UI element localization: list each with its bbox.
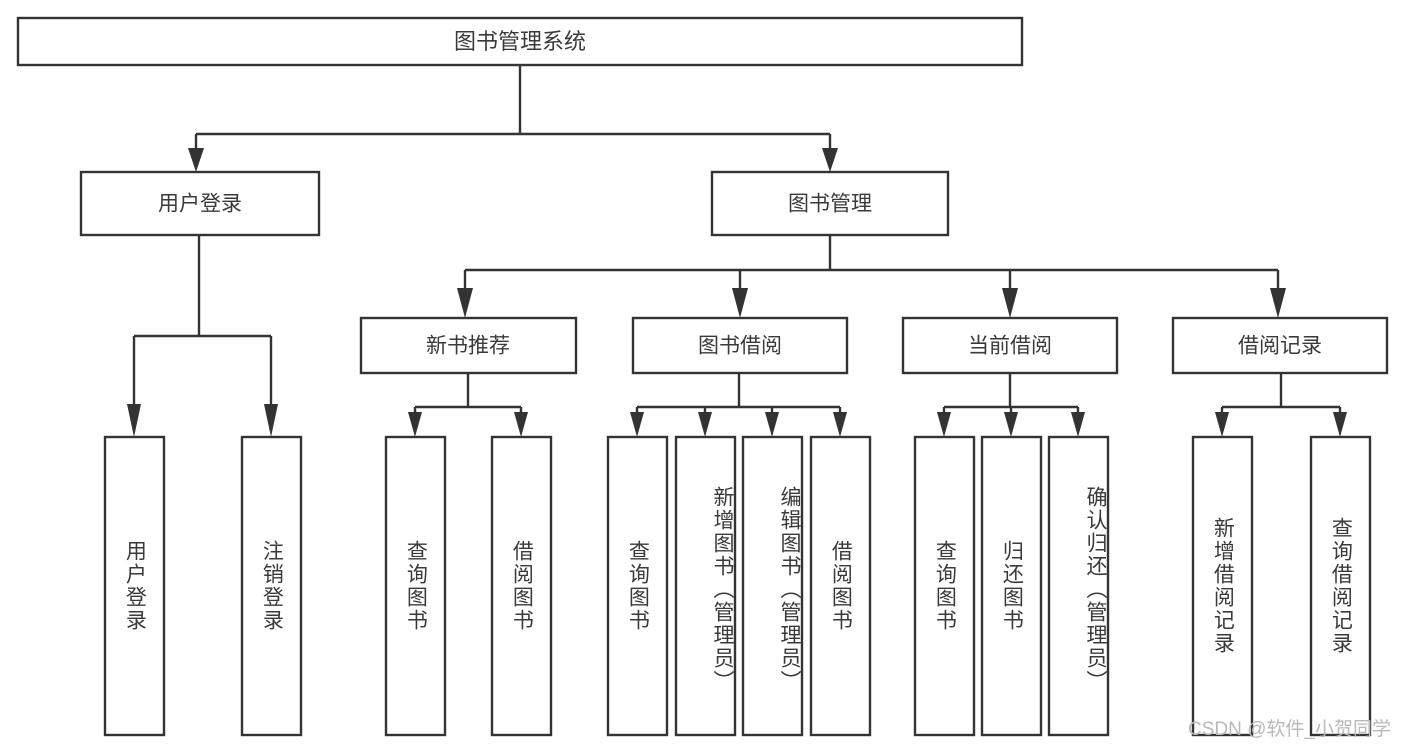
arrow-currentborrow-leaf-1 [937,412,951,437]
node-current-borrow-label: 当前借阅 [968,335,1052,358]
arrow-bookborrow-leaf-2 [698,412,712,437]
arrow-userlogin-leaf-1 [127,404,141,437]
arrow-to-borrowrecord [1270,288,1286,318]
node-book-management[interactable] [710,170,950,237]
leaf-box-book-borrow-4[interactable] [809,435,872,737]
connector-layer [127,65,1347,437]
arrow-bookborrow-leaf-1 [630,412,644,437]
node-current-borrow[interactable] [901,316,1119,375]
leaf-box-borrow-record-2[interactable] [1309,435,1372,737]
node-root[interactable] [16,16,1024,67]
arrow-bookborrow-leaf-3 [765,412,779,437]
node-layer: 图书管理系统 用户登录 图书管理 新书推荐 图书借阅 当前借阅 借阅记录 [16,16,1389,737]
arrow-bookborrow-leaf-4 [833,412,847,437]
leaf-box-user-login-1[interactable] [103,435,166,737]
leaf-box-book-borrow-3[interactable] [741,435,804,737]
arrow-currentborrow-leaf-2 [1004,412,1018,437]
leaf-box-book-borrow-1[interactable] [606,435,669,737]
node-borrow-record-label: 借阅记录 [1238,335,1322,358]
node-borrow-record[interactable] [1171,316,1389,375]
node-new-book-recommend-label: 新书推荐 [426,335,510,358]
node-book-borrow-label: 图书借阅 [698,335,782,358]
leaf-box-new-book-2[interactable] [490,435,553,737]
leaf-box-current-borrow-2[interactable] [980,435,1043,737]
arrow-root-to-bookmgmt [822,148,838,172]
arrow-borrowrecord-leaf-1 [1215,412,1229,437]
node-user-login[interactable] [79,170,321,237]
arrow-to-currentborrow [1002,288,1018,318]
arrow-to-newbook [457,288,473,318]
arrow-newbook-leaf-1 [408,412,422,437]
leaf-box-book-borrow-2[interactable] [674,435,737,737]
arrow-currentborrow-leaf-3 [1071,412,1085,437]
leaf-box-borrow-record-1[interactable] [1191,435,1254,737]
arrow-to-bookborrow [732,288,748,318]
arrow-borrowrecord-leaf-2 [1333,412,1347,437]
leaf-box-current-borrow-1[interactable] [913,435,976,737]
node-user-login-label: 用户登录 [158,193,242,216]
leaf-box-current-borrow-3[interactable] [1047,435,1110,737]
node-book-management-label: 图书管理 [788,193,872,216]
arrow-userlogin-leaf-2 [264,404,278,437]
leaf-box-user-login-2[interactable] [240,435,303,737]
node-book-borrow[interactable] [631,316,849,375]
leaf-box-new-book-1[interactable] [384,435,447,737]
arrow-root-to-userlogin [188,148,204,172]
node-new-book-recommend[interactable] [359,316,578,375]
watermark-csdn: CSDN @软件_小贺同学 [1188,719,1391,740]
node-root-label: 图书管理系统 [454,29,586,54]
arrow-newbook-leaf-2 [514,412,528,437]
